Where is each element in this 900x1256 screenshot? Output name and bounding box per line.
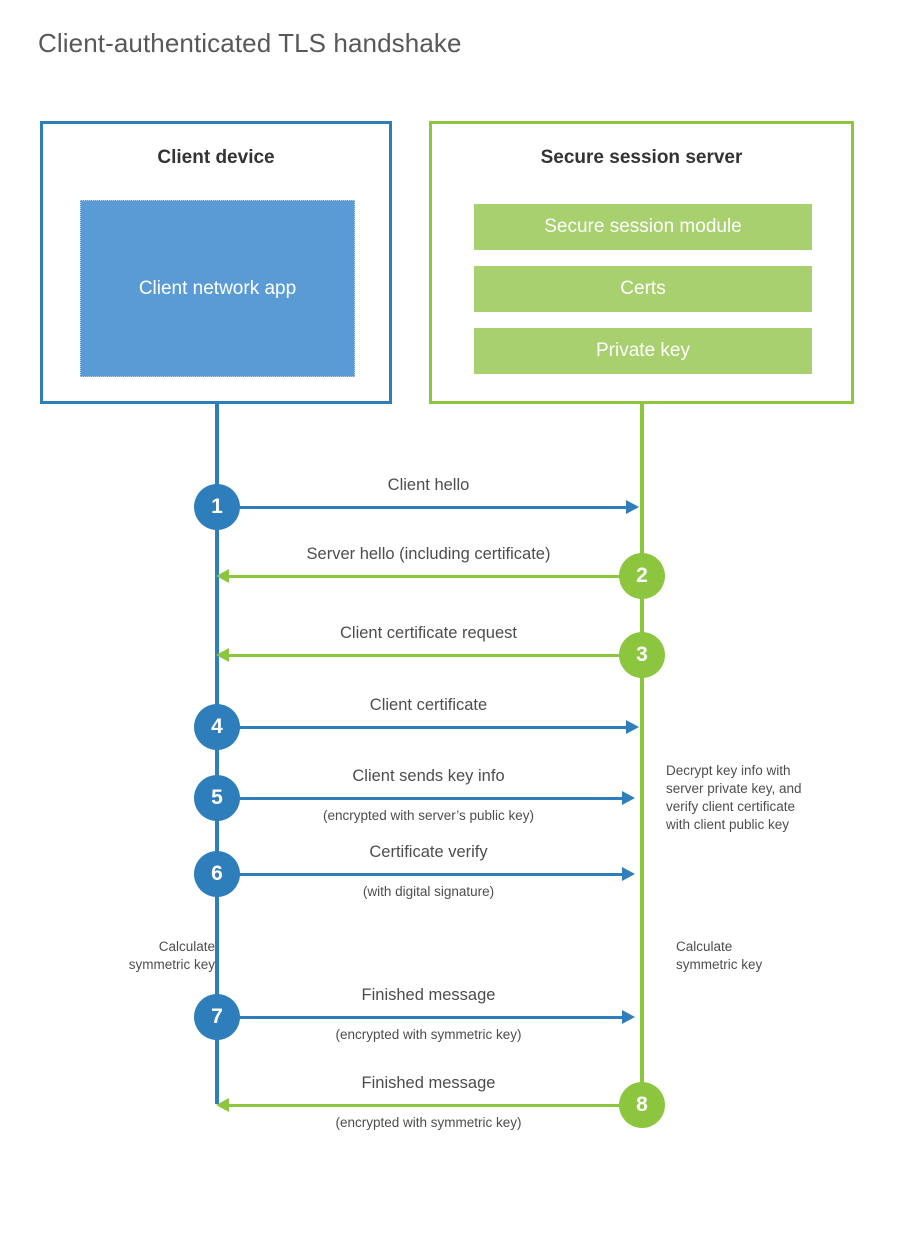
note-line: Calculate bbox=[158, 939, 215, 954]
step-number-badge: 3 bbox=[619, 632, 665, 678]
arrow-head-right-icon bbox=[622, 867, 635, 881]
message-arrow-line bbox=[217, 873, 622, 876]
message-arrow-line bbox=[229, 575, 641, 578]
message-arrow-line bbox=[217, 1016, 622, 1019]
message-sublabel: (encrypted with symmetric key) bbox=[335, 1027, 522, 1042]
step-number-badge: 8 bbox=[619, 1082, 665, 1128]
note-line: verify client certificate bbox=[666, 799, 796, 814]
server-component-secure-session-module: Secure session module bbox=[474, 204, 812, 250]
note-line: symmetric key bbox=[676, 957, 763, 972]
server-component-certs: Certs bbox=[474, 266, 812, 312]
secure-session-server-box: Secure session server Secure session mod… bbox=[429, 121, 854, 404]
server-component-label: Certs bbox=[620, 278, 666, 299]
server-component-label: Secure session module bbox=[544, 216, 742, 237]
message-arrow-line bbox=[217, 726, 626, 729]
note-line: with client public key bbox=[666, 817, 790, 832]
step-number-badge: 5 bbox=[194, 775, 240, 821]
message-label: Client hello bbox=[387, 476, 470, 494]
arrow-head-right-icon bbox=[626, 720, 639, 734]
arrow-head-right-icon bbox=[626, 500, 639, 514]
arrow-head-right-icon bbox=[622, 791, 635, 805]
arrow-head-left-icon bbox=[216, 1098, 229, 1112]
arrow-head-left-icon bbox=[216, 648, 229, 662]
message-sublabel: (encrypted with symmetric key) bbox=[335, 1115, 522, 1130]
message-arrow-line bbox=[229, 654, 641, 657]
message-arrow-line bbox=[217, 506, 626, 509]
secure-session-server-title: Secure session server bbox=[540, 147, 743, 168]
message-label: Finished message bbox=[361, 1074, 496, 1092]
client-network-app-label: Client network app bbox=[138, 277, 297, 299]
message-sublabel: (encrypted with server’s public key) bbox=[322, 808, 535, 823]
client-lifeline bbox=[215, 404, 219, 1104]
message-label: Client certificate bbox=[369, 696, 488, 714]
note-line: server private key, and bbox=[666, 781, 802, 796]
server-component-private-key: Private key bbox=[474, 328, 812, 374]
server-component-label: Private key bbox=[596, 340, 690, 361]
message-sublabel: (with digital signature) bbox=[362, 884, 495, 899]
step-number-badge: 7 bbox=[194, 994, 240, 1040]
note-line: symmetric key bbox=[128, 957, 215, 972]
client-network-app-block: Client network app bbox=[80, 200, 355, 377]
message-label: Finished message bbox=[361, 986, 496, 1004]
message-label: Client sends key info bbox=[352, 767, 505, 785]
server-decrypt-note: Decrypt key info with server private key… bbox=[666, 762, 846, 834]
client-device-box: Client device Client network app bbox=[40, 121, 392, 404]
server-calculate-symmetric-key-note: Calculate symmetric key bbox=[676, 938, 846, 974]
step-number-badge: 1 bbox=[194, 484, 240, 530]
message-arrow-line bbox=[217, 797, 622, 800]
arrow-head-right-icon bbox=[622, 1010, 635, 1024]
page-title: Client-authenticated TLS handshake bbox=[38, 28, 462, 58]
message-arrow-line bbox=[229, 1104, 641, 1107]
step-number-badge: 4 bbox=[194, 704, 240, 750]
step-number-badge: 2 bbox=[619, 553, 665, 599]
message-label: Certificate verify bbox=[369, 843, 488, 861]
note-line: Decrypt key info with bbox=[666, 763, 791, 778]
note-line: Calculate bbox=[676, 939, 733, 954]
step-number-badge: 6 bbox=[194, 851, 240, 897]
message-label: Client certificate request bbox=[340, 624, 517, 642]
client-device-title: Client device bbox=[157, 147, 275, 168]
client-calculate-symmetric-key-note: Calculate symmetric key bbox=[60, 938, 215, 974]
server-lifeline bbox=[640, 404, 644, 1105]
message-label: Server hello (including certificate) bbox=[306, 545, 551, 563]
arrow-head-left-icon bbox=[216, 569, 229, 583]
